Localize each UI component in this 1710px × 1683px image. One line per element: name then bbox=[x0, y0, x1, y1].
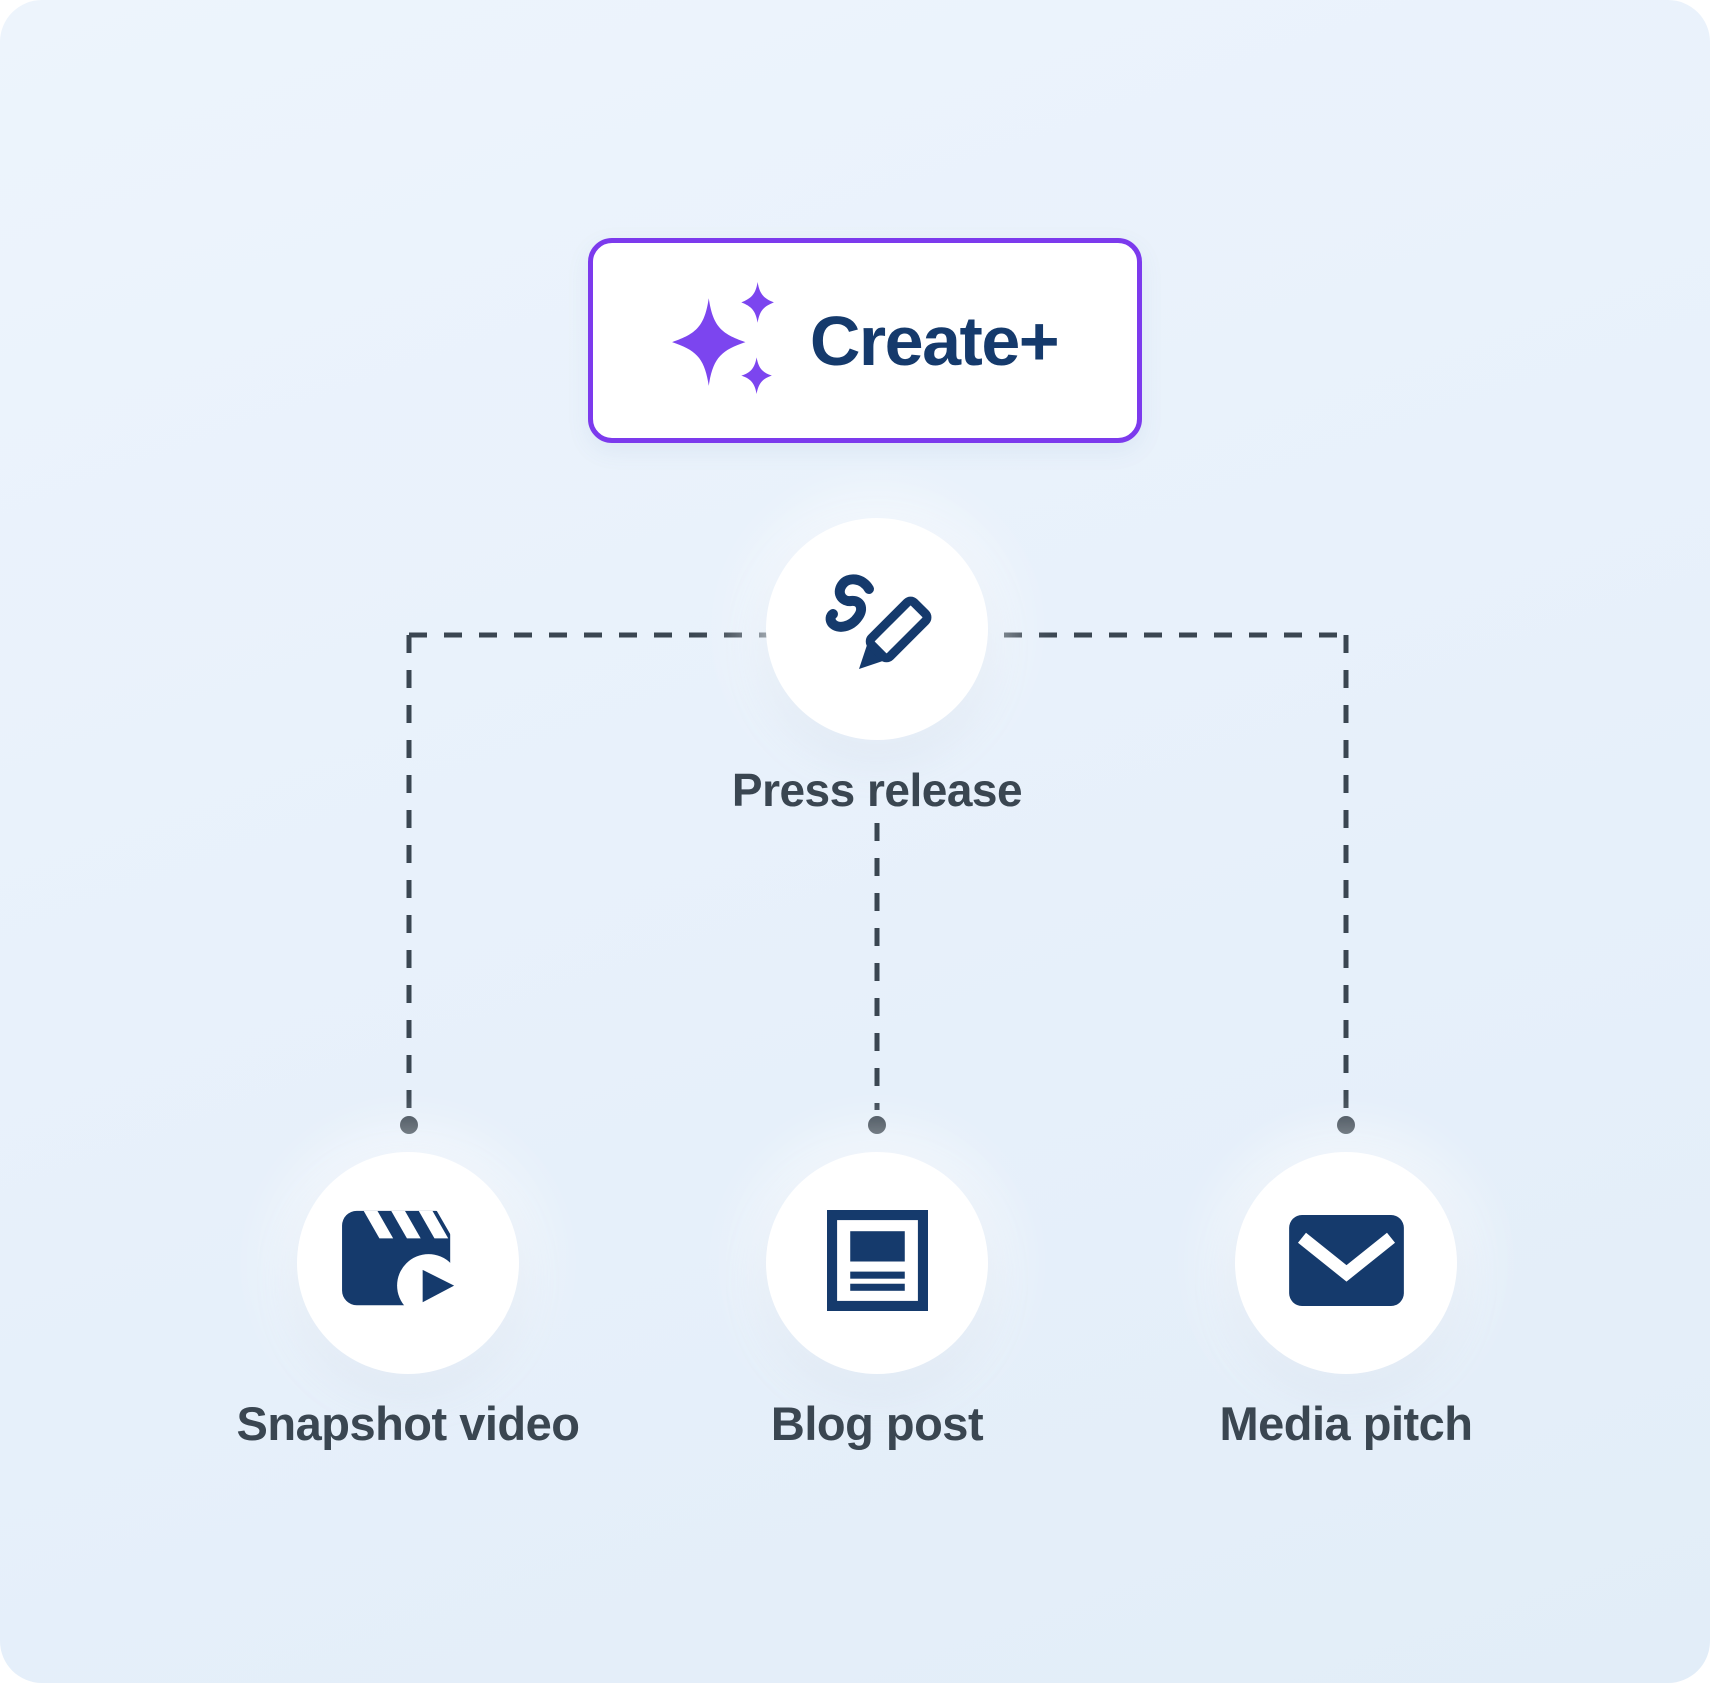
media-pitch-label: Media pitch bbox=[1219, 1397, 1473, 1450]
junction-dot-right bbox=[1337, 1116, 1355, 1134]
press-release-label: Press release bbox=[731, 764, 1023, 816]
node-blog-post bbox=[766, 1152, 988, 1374]
node-media-pitch bbox=[1235, 1152, 1457, 1374]
create-plus-button[interactable]: Create+ bbox=[588, 238, 1142, 443]
envelope-icon bbox=[1288, 1215, 1404, 1311]
blog-article-icon bbox=[826, 1210, 928, 1316]
video-clip-icon bbox=[334, 1203, 472, 1324]
junction-dot-left bbox=[400, 1116, 418, 1134]
blog-post-label: Blog post bbox=[770, 1397, 984, 1450]
snapshot-video-label: Snapshot video bbox=[236, 1397, 580, 1450]
pen-writing-icon bbox=[817, 567, 937, 692]
node-press-release bbox=[766, 518, 988, 740]
sparkles-icon bbox=[671, 281, 774, 400]
create-plus-label: Create+ bbox=[809, 301, 1060, 380]
node-snapshot-video bbox=[297, 1152, 519, 1374]
junction-dot-middle bbox=[868, 1116, 886, 1134]
